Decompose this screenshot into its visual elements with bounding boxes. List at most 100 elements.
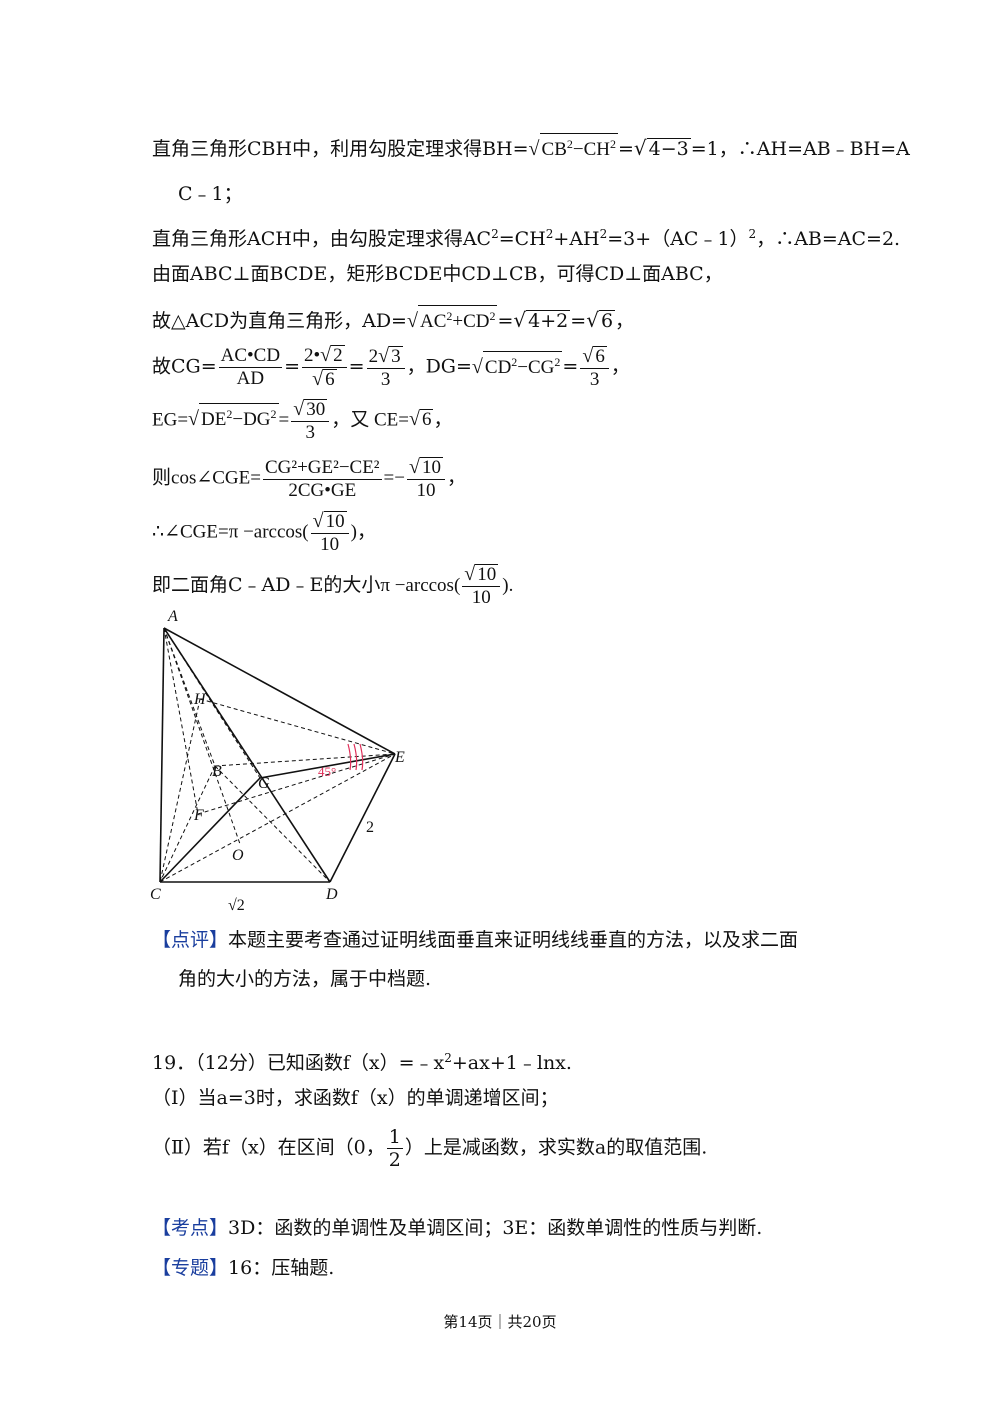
text: )， bbox=[350, 521, 376, 543]
edge-ae bbox=[163, 627, 396, 755]
text: =− bbox=[383, 467, 405, 489]
text: （Ⅱ）若f（x）在区间（0， bbox=[152, 1136, 385, 1159]
text: = bbox=[562, 355, 579, 378]
problem-19-header: 19．（12分）已知函数f（x）=﹣x2+ax+1﹣lnx. bbox=[152, 1046, 572, 1075]
text: ， bbox=[433, 409, 453, 431]
text: 则 bbox=[152, 467, 172, 489]
zhuanti-text: 16：压轴题. bbox=[228, 1257, 335, 1279]
superscript: 2 bbox=[748, 227, 757, 241]
edge-be bbox=[214, 753, 396, 767]
text: ）上是减函数，求实数a的取值范围. bbox=[404, 1136, 708, 1159]
label-b: B bbox=[212, 763, 222, 780]
edge-cg bbox=[159, 777, 261, 883]
solution-line-2: C﹣1； bbox=[178, 183, 243, 205]
edge-af bbox=[163, 627, 199, 815]
edge-ge bbox=[259, 753, 396, 779]
text: cos∠CGE= bbox=[171, 467, 261, 489]
text: ). bbox=[502, 575, 514, 596]
superscript: 2 bbox=[599, 227, 608, 241]
edge-ac bbox=[159, 627, 165, 883]
label-c: C bbox=[150, 886, 161, 903]
text: ， bbox=[446, 467, 466, 489]
sqrt-6: √6 bbox=[586, 308, 616, 332]
angle-label: 45° bbox=[318, 764, 336, 779]
superscript: 2 bbox=[491, 227, 499, 241]
sqrt-cd2-cg2: √CD2−CG2 bbox=[472, 350, 563, 380]
solution-line-3: 直角三角形ACH中，由勾股定理求得AC2=CH2+AH2=3+（AC﹣1）2，∴… bbox=[152, 222, 900, 251]
label-e: E bbox=[394, 749, 405, 766]
label-g: G bbox=[258, 775, 270, 792]
text: =3+（AC﹣1） bbox=[607, 228, 749, 250]
edge-bd bbox=[214, 765, 331, 883]
text: 即二面角C﹣AD﹣E的大小 bbox=[152, 574, 381, 596]
solution-line-1: 直角三角形CBH中，利用勾股定理求得BH=√CB2−CH2=√4−3=1，∴AH… bbox=[152, 133, 910, 162]
page-footer: 第14页｜共20页 bbox=[443, 1313, 557, 1331]
text: =CH bbox=[498, 228, 546, 250]
text: π −arccos( bbox=[380, 575, 461, 596]
label-a: A bbox=[167, 608, 178, 625]
angle-mark bbox=[347, 743, 364, 771]
text: 故△ACD为直角三角形，AD= bbox=[152, 310, 407, 332]
text: ，∴AB=AC=2. bbox=[756, 228, 901, 250]
kaodian-text: 3D：函数的单调性及单调区间；3E：函数单调性的性质与判断. bbox=[228, 1217, 763, 1239]
edge-ag bbox=[163, 627, 261, 779]
sqrt-4-2: √4+2 bbox=[513, 308, 571, 332]
sqrt-6: √6 bbox=[408, 408, 434, 431]
edge-de bbox=[329, 753, 396, 883]
text: =1，∴AH=AB﹣BH=A bbox=[690, 138, 910, 160]
text: ， bbox=[615, 310, 635, 332]
text: = bbox=[348, 355, 365, 378]
label-o: O bbox=[232, 847, 244, 864]
edge-ce bbox=[159, 753, 396, 883]
sqrt-de2-dg2: √DE2−DG2 bbox=[188, 403, 279, 432]
edge-hc bbox=[159, 698, 201, 883]
kaodian-line: 【考点】3D：函数的单调性及单调区间；3E：函数单调性的性质与判断. bbox=[152, 1216, 762, 1240]
fraction-2sqrt2-sqrt6: 2•√2√6 bbox=[302, 344, 347, 391]
text: 直角三角形ACH中，由勾股定理求得AC bbox=[152, 228, 492, 250]
text: = bbox=[617, 138, 634, 160]
sqrt-ac2-cd2: √AC2+CD2 bbox=[407, 305, 498, 334]
review-text: 本题主要考查通过证明线面垂直来证明线线垂直的方法，以及求二面 bbox=[228, 929, 799, 951]
edge-fe bbox=[197, 753, 396, 815]
review-line-2: 角的大小的方法，属于中档题. bbox=[178, 968, 432, 990]
edge-he bbox=[199, 698, 396, 755]
text: 19．（12分）已知函数f（x）=﹣x bbox=[152, 1052, 445, 1074]
label-f: F bbox=[193, 807, 204, 824]
text: = bbox=[570, 310, 587, 332]
review-tag: 【点评】 bbox=[152, 929, 229, 951]
sqrt-4-3: √4−3 bbox=[633, 136, 691, 160]
text: ，DG= bbox=[406, 355, 472, 378]
text: 故CG= bbox=[152, 355, 217, 378]
superscript: 2 bbox=[545, 227, 554, 241]
edge-bc bbox=[159, 765, 216, 883]
text: EG= bbox=[152, 409, 189, 431]
zhuanti-line: 【专题】16：压轴题. bbox=[152, 1256, 334, 1280]
label-h: H bbox=[193, 691, 207, 708]
geometry-figure: 45° A H B G E F O C D 2 √2 bbox=[150, 608, 405, 914]
edge-ao bbox=[163, 627, 241, 845]
review-line-1: 【点评】本题主要考查通过证明线面垂直来证明线线垂直的方法，以及求二面 bbox=[152, 928, 798, 952]
label-d: D bbox=[325, 886, 338, 903]
edge-de-length: 2 bbox=[366, 819, 374, 836]
text: 直角三角形CBH中，利用勾股定理求得BH= bbox=[152, 138, 529, 160]
text: = bbox=[497, 310, 514, 332]
text: +ax+1﹣lnx. bbox=[451, 1052, 572, 1074]
solution-line-5: 故△ACD为直角三角形，AD=√AC2+CD2=√4+2=√6， bbox=[152, 305, 634, 334]
text: ， bbox=[610, 355, 630, 378]
text: ，又 CE= bbox=[331, 409, 409, 431]
text: = bbox=[284, 355, 301, 378]
text: +AH bbox=[553, 228, 600, 250]
